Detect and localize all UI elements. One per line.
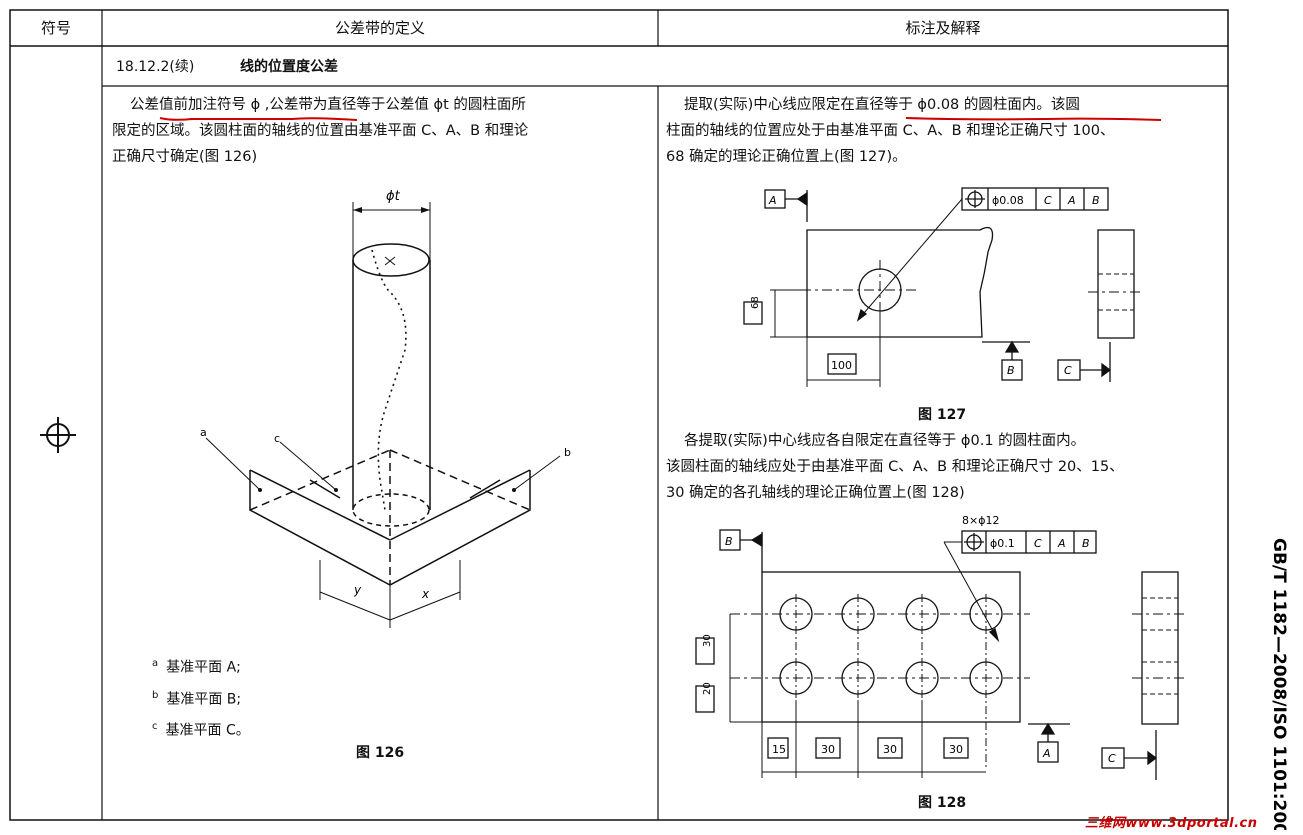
header-symbol: 符号	[40, 19, 71, 37]
watermark: 三维网www.3dportal.cn	[1085, 816, 1258, 831]
fig127-datum-b: B	[1007, 364, 1015, 377]
figure-128: 8×ϕ12 B ϕ0.1 C A B 30 20 15 30 30 30 A C	[695, 514, 1188, 780]
annotation-1-line-1: 提取(实际)中心线应限定在直径等于 ϕ0.08 的圆柱面内。该圆	[684, 97, 1080, 113]
definition-line-1: 公差值前加注符号 ϕ ,公差带为直径等于公差值 ϕt 的圆柱面所	[130, 97, 526, 113]
callout-c: c	[274, 432, 280, 445]
fig128-frame-datum-1: C	[1034, 537, 1042, 550]
callout-a: a	[200, 426, 207, 439]
axis-label-y: y	[353, 583, 362, 597]
fig128-dim-30-b: 30	[883, 743, 897, 756]
section-title: 线的位置度公差	[240, 59, 338, 75]
header-annotation: 标注及解释	[905, 19, 981, 37]
fig127-dim-100: 100	[831, 359, 852, 372]
fig128-datum-b: B	[725, 535, 733, 548]
figure-127: A ϕ0.08 C A B 68 100 B C	[743, 187, 1144, 387]
fig128-datum-a: A	[1042, 747, 1051, 760]
fig128-frame-tolerance: ϕ0.1	[990, 537, 1015, 550]
annotation-text-1: 提取(实际)中心线应限定在直径等于 ϕ0.08 的圆柱面内。该圆 柱面的轴线的位…	[666, 92, 1226, 170]
fig128-dim-30-a: 30	[821, 743, 835, 756]
figure-127-caption: 图 127	[918, 407, 967, 423]
standard-code-vertical: GB/T 1182—2008/ISO 1101:200	[1269, 538, 1289, 830]
figure-126-caption: 图 126	[356, 745, 405, 761]
fig127-frame-datum-3: B	[1092, 194, 1100, 207]
fig128-frame-datum-2: A	[1057, 537, 1066, 550]
fig128-dim-20-v: 20	[702, 682, 713, 695]
fig126-phi-t-label: ϕt	[386, 189, 401, 204]
header-definition: 公差带的定义	[334, 19, 425, 37]
definition-line-2: 限定的区域。该圆柱面的轴线的位置由基准平面 C、A、B 和理论	[112, 123, 529, 139]
definition-line-3: 正确尺寸确定(图 126)	[112, 149, 258, 165]
annotation-1-line-3: 68 确定的理论正确位置上(图 127)。	[666, 149, 907, 165]
fig127-frame-datum-2: A	[1067, 194, 1076, 207]
figure-126: ϕt a b c y x	[200, 189, 571, 628]
fig128-dim-30-v: 30	[702, 634, 713, 647]
fig127-datum-c: C	[1064, 364, 1072, 377]
fig128-hole-note: 8×ϕ12	[962, 514, 999, 527]
definition-underline	[159, 117, 358, 121]
figure-128-caption: 图 128	[918, 795, 967, 811]
standard-code-text: GB/T 1182—2008/ISO 1101:200	[1269, 538, 1289, 830]
callout-b: b	[564, 446, 571, 459]
fig128-dim-30-c: 30	[949, 743, 963, 756]
annotation-2-line-1: 各提取(实际)中心线应各自限定在直径等于 ϕ0.1 的圆柱面内。	[684, 433, 1086, 449]
annotation-2-line-3: 30 确定的各孔轴线的理论正确位置上(图 128)	[666, 485, 965, 501]
annotation-underline	[905, 117, 1162, 121]
fig128-datum-c: C	[1108, 752, 1116, 765]
fig127-frame-datum-1: C	[1044, 194, 1052, 207]
position-tolerance-icon	[40, 417, 76, 453]
annotation-1-line-2: 柱面的轴线的位置应处于由基准平面 C、A、B 和理论正确尺寸 100、	[666, 123, 1115, 139]
axis-label-x: x	[421, 587, 430, 601]
fig127-frame-tolerance: ϕ0.08	[992, 194, 1024, 207]
annotation-text-2: 各提取(实际)中心线应各自限定在直径等于 ϕ0.1 的圆柱面内。 该圆柱面的轴线…	[666, 428, 1226, 506]
section-number: 18.12.2(续)	[116, 59, 195, 75]
fig127-dim-68: 68	[750, 296, 761, 309]
fig128-frame-datum-3: B	[1082, 537, 1090, 550]
fig127-datum-a: A	[768, 194, 777, 207]
definition-text: 公差值前加注符号 ϕ ,公差带为直径等于公差值 ϕt 的圆柱面所 限定的区域。该…	[112, 92, 652, 170]
fig128-dim-15: 15	[772, 743, 786, 756]
annotation-2-line-2: 该圆柱面的轴线应处于由基准平面 C、A、B 和理论正确尺寸 20、15、	[666, 459, 1124, 475]
